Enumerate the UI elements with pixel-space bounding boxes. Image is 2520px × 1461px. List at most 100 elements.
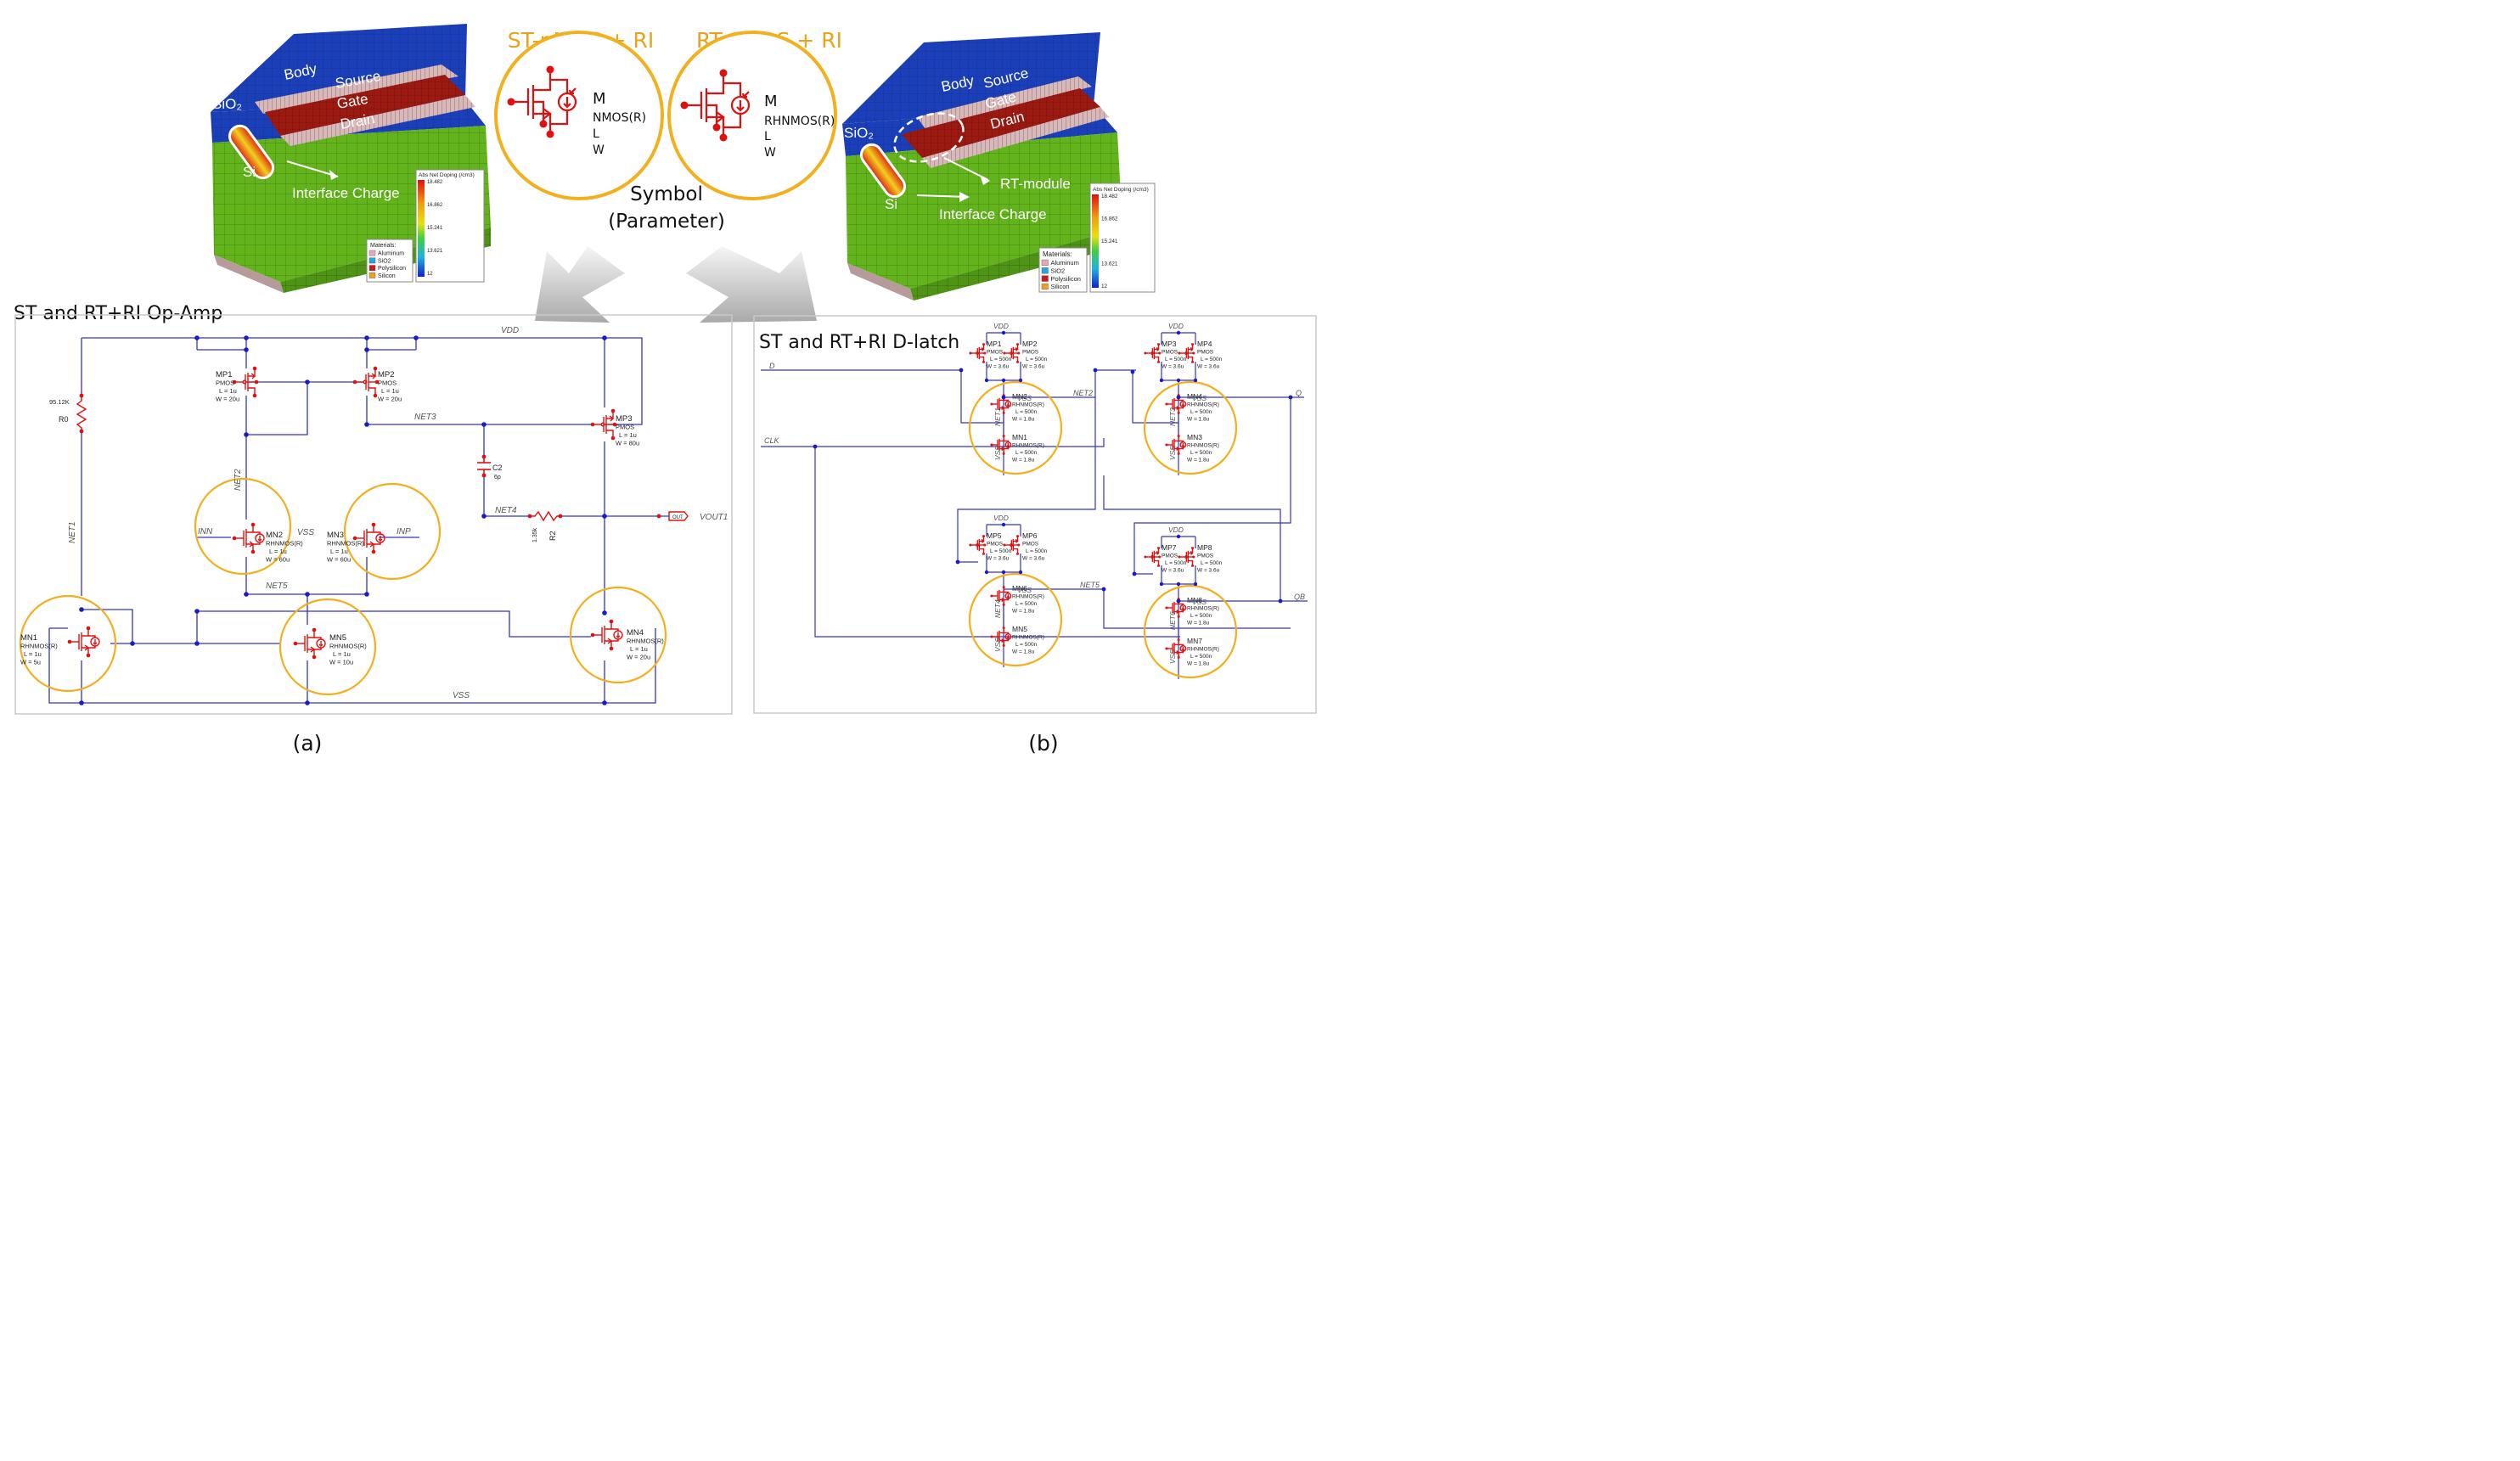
rt-symbol-l: L: [764, 130, 771, 143]
net-clk: CLK: [764, 436, 780, 445]
wire: [1004, 588, 1291, 629]
net-vss-cell: VSS: [1017, 394, 1032, 402]
mn7-length: L = 500n: [1190, 654, 1212, 660]
mn4-type: RHNMOS(R): [1187, 402, 1219, 408]
mp7-width: W = 3.6u: [1162, 568, 1184, 574]
net-inp: INP: [397, 527, 411, 537]
mn1-width: W = 1.8u: [1012, 458, 1035, 464]
mp2-transistor-icon: [352, 366, 380, 398]
rt-interface-charge-label: Interface Charge: [939, 206, 1047, 222]
mp8-width: W = 3.6u: [1197, 568, 1220, 574]
mn1-name: MN1: [20, 633, 37, 643]
mp1-width: W = 20u: [216, 396, 239, 403]
mp6-transistor-icon: [1003, 535, 1021, 555]
net5: NET5: [1080, 581, 1100, 589]
net-cell-internal: NET1: [993, 407, 1002, 426]
dlatch-caption: (b): [1028, 731, 1058, 756]
symbol-panel: ST-nMOS + RI RT-nMOS + RI M NMOS(R) L W …: [494, 28, 842, 233]
wire: [82, 609, 133, 645]
junction-node: [955, 559, 960, 565]
mp7-length: L = 500n: [1165, 560, 1187, 566]
junction-node: [244, 432, 249, 437]
figure-canvas: SiO₂ Body Source Gate Drain Si Interface…: [14, 24, 1317, 756]
mn4-type: RHNMOS(R): [627, 638, 664, 645]
arrow-to-dlatch-icon: [686, 246, 817, 323]
mp2-name: MP2: [1022, 340, 1038, 348]
mp2-transistor-icon: [1003, 343, 1021, 363]
mn3-transistor-icon: [1165, 435, 1187, 455]
mn4-width: W = 20u: [627, 654, 650, 661]
mp1-transistor-icon: [232, 366, 259, 398]
mp5-width: W = 3.6u: [987, 556, 1010, 562]
junction-node: [602, 610, 607, 615]
mn2-name: MN2: [266, 531, 283, 540]
rt-symbol-transistor-icon: [680, 69, 751, 142]
st-symbol-transistor-icon: [507, 65, 577, 138]
mn2-ring: [194, 477, 292, 576]
material-name: Silicon: [1051, 283, 1070, 290]
mp1-name: MP1: [216, 370, 233, 379]
rt-module-label: RT-module: [1000, 176, 1071, 192]
junction-node: [194, 335, 200, 340]
mp5-name: MP5: [987, 531, 1002, 540]
net-vss-mid: VSS: [297, 528, 314, 537]
mn3-width: W = 60u: [327, 556, 351, 564]
mp2-type: PMOS: [1022, 350, 1039, 356]
material-name: Aluminum: [1051, 259, 1079, 267]
mn5-name: MN5: [1012, 625, 1027, 633]
rt-symbol-w: W: [764, 146, 776, 160]
doping-tick: 18.482: [427, 180, 442, 185]
mn6-type: RHNMOS(R): [1012, 594, 1044, 600]
net-vdd-cell: VDD: [1168, 322, 1184, 330]
dlatch-title: ST and RT+RI D-latch: [759, 332, 959, 353]
mp6-length: L = 500n: [1026, 548, 1048, 554]
net-vss-cell-bottom: VSS: [993, 446, 1002, 460]
junction-node: [244, 335, 249, 340]
r2-value: 1.35k: [532, 527, 538, 542]
symbol-caption-2: (Parameter): [608, 211, 725, 233]
net1: NET1: [68, 521, 77, 543]
mn7-width: W = 1.8u: [1187, 661, 1210, 667]
r2-resistor-icon: [527, 510, 563, 522]
junction-node: [364, 335, 369, 340]
material-swatch: [368, 265, 376, 272]
net-d: D: [769, 362, 775, 370]
mn1-length: L = 500n: [1015, 450, 1038, 456]
mp8-length: L = 500n: [1201, 560, 1223, 566]
junction-node: [194, 641, 200, 646]
rt-si-label: Si: [885, 196, 897, 212]
junction-node: [305, 700, 310, 705]
net-vdd-cell: VDD: [1168, 525, 1184, 534]
junction-node: [1018, 570, 1023, 575]
mp3-type: PMOS: [1162, 350, 1178, 356]
junction-node: [813, 444, 818, 449]
mn1-mn2-ring: [968, 380, 1063, 475]
wire: [197, 610, 591, 638]
net-vout1: VOUT1: [700, 513, 728, 522]
material-name: SiO2: [1051, 267, 1066, 274]
junction-node: [1176, 534, 1181, 539]
mn3-name: MN3: [327, 531, 344, 540]
mp8-name: MP8: [1197, 543, 1212, 552]
vout-port-icon: OUT: [656, 511, 689, 521]
junction-node: [481, 514, 487, 519]
mp7-transistor-icon: [1144, 547, 1162, 567]
opamp-caption: (a): [293, 731, 323, 756]
mn5-transistor-icon: [990, 627, 1012, 647]
mn3-name: MN3: [1187, 433, 1202, 441]
rt-doping-title: Abs Net Doping (/cm3): [1093, 187, 1149, 193]
mn2-type: RHNMOS(R): [1012, 402, 1044, 408]
mp3-transistor-icon: [590, 408, 617, 441]
doping-tick: 16.862: [1101, 216, 1118, 222]
mn2-width: W = 60u: [266, 556, 290, 564]
mn2-length: L = 500n: [1015, 409, 1038, 415]
net-vss-cell: VSS: [1017, 586, 1032, 594]
mp5-type: PMOS: [987, 542, 1004, 548]
junction-node: [1018, 378, 1023, 383]
mp4-name: MP4: [1197, 340, 1212, 348]
mn1-name: MN1: [1012, 433, 1027, 441]
junction-node: [1001, 378, 1006, 383]
junction-node: [1176, 582, 1181, 587]
junction-node: [364, 592, 369, 597]
